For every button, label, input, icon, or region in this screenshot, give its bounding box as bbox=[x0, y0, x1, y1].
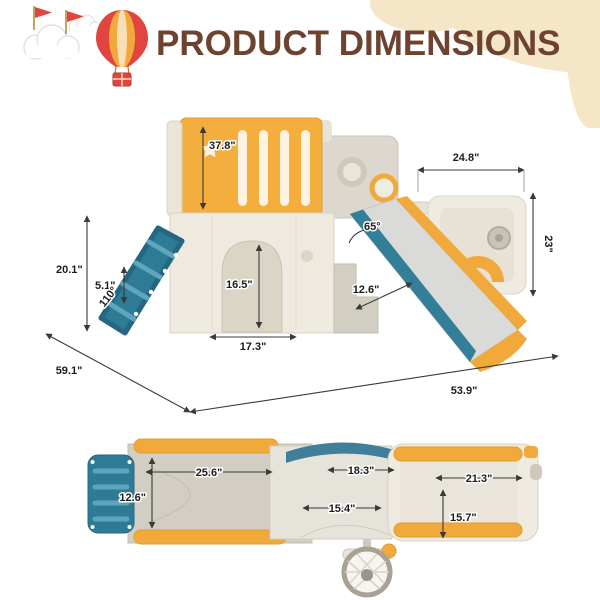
dim-tower-height: 37.8" bbox=[199, 126, 237, 210]
dim-tunnel-span: 18.3" bbox=[327, 464, 395, 479]
dimension-annotations-top: 25.6" 12.6" 18.3" 15.4" 21.3" 15.7" bbox=[118, 457, 523, 539]
climbing-ladder bbox=[98, 225, 185, 336]
tunnel-arc bbox=[286, 442, 394, 463]
ladder-top bbox=[87, 454, 135, 534]
pennant-flags-icon bbox=[33, 6, 84, 34]
dim-right-height: 23" bbox=[529, 192, 556, 297]
dim-step-rise: 5.1" bbox=[94, 266, 128, 304]
dim-base-width: 53.9" bbox=[189, 353, 559, 415]
deck-fence-top bbox=[133, 438, 279, 454]
stair-block bbox=[333, 263, 379, 334]
fence-deck bbox=[166, 117, 323, 217]
dim-slide-width: 12.6" bbox=[351, 283, 413, 310]
top-view-diagram: 25.6" 12.6" 18.3" 15.4" 21.3" 15.7" bbox=[87, 438, 542, 598]
dim-label: 17.3" bbox=[240, 341, 267, 353]
tower-body bbox=[169, 212, 335, 334]
dim-label: 53.9" bbox=[451, 385, 478, 397]
basketball-hoop bbox=[341, 539, 397, 598]
dim-label: 21.3" bbox=[466, 473, 493, 485]
dim-right-span: 21.3" bbox=[435, 472, 523, 487]
dim-label: 20.1" bbox=[56, 264, 83, 276]
dim-deck-length: 25.6" bbox=[145, 466, 273, 481]
dim-base-depth: 59.1" bbox=[45, 333, 191, 413]
header-decorations bbox=[23, 6, 148, 87]
dim-deck-width: 12.6" bbox=[118, 457, 156, 529]
perspective-view-diagram: 37.8" 24.8" 23" 65° 20.1" 5 bbox=[45, 117, 559, 415]
cloud-icon bbox=[23, 14, 102, 60]
dim-label: 25.6" bbox=[196, 467, 223, 479]
dim-label: 12.6" bbox=[353, 284, 380, 296]
page-title: PRODUCT DIMENSIONS bbox=[156, 24, 561, 63]
dim-label: 15.7" bbox=[450, 512, 477, 524]
dim-label: 59.1" bbox=[56, 365, 83, 377]
right-section-top bbox=[387, 443, 542, 542]
dim-label: 23" bbox=[542, 235, 554, 252]
dim-label: 5.1" bbox=[95, 280, 116, 292]
dim-label: 12.6" bbox=[119, 492, 146, 504]
dim-ladder-height: 20.1" bbox=[55, 215, 91, 332]
slide-rail-right bbox=[396, 196, 527, 330]
dim-label: 15.4" bbox=[329, 503, 356, 515]
dim-right-width: 15.7" bbox=[439, 489, 478, 539]
dim-tunnel-width: 15.4" bbox=[302, 502, 382, 517]
dim-label: 16.5" bbox=[226, 279, 253, 291]
dim-label: 24.8" bbox=[453, 152, 480, 164]
dim-door-width: 17.3" bbox=[209, 333, 297, 355]
porthole-ring bbox=[369, 173, 399, 203]
slide bbox=[349, 196, 527, 372]
round-window-inner bbox=[343, 163, 361, 181]
slide-rail-left bbox=[350, 209, 476, 362]
dim-label: 65° bbox=[364, 221, 381, 233]
tunnel-top bbox=[269, 442, 394, 540]
hot-air-balloon-icon bbox=[96, 10, 148, 87]
dim-door-height: 16.5" bbox=[225, 244, 263, 329]
dim-slide-angle: 65° bbox=[348, 220, 382, 244]
dim-top-span: 24.8" bbox=[417, 151, 525, 192]
dim-label: 37.8" bbox=[209, 140, 236, 152]
dim-label: 18.3" bbox=[348, 465, 375, 477]
playset-top-view bbox=[87, 438, 542, 598]
deck-fence-bottom bbox=[133, 529, 287, 545]
arch-door bbox=[221, 240, 283, 333]
